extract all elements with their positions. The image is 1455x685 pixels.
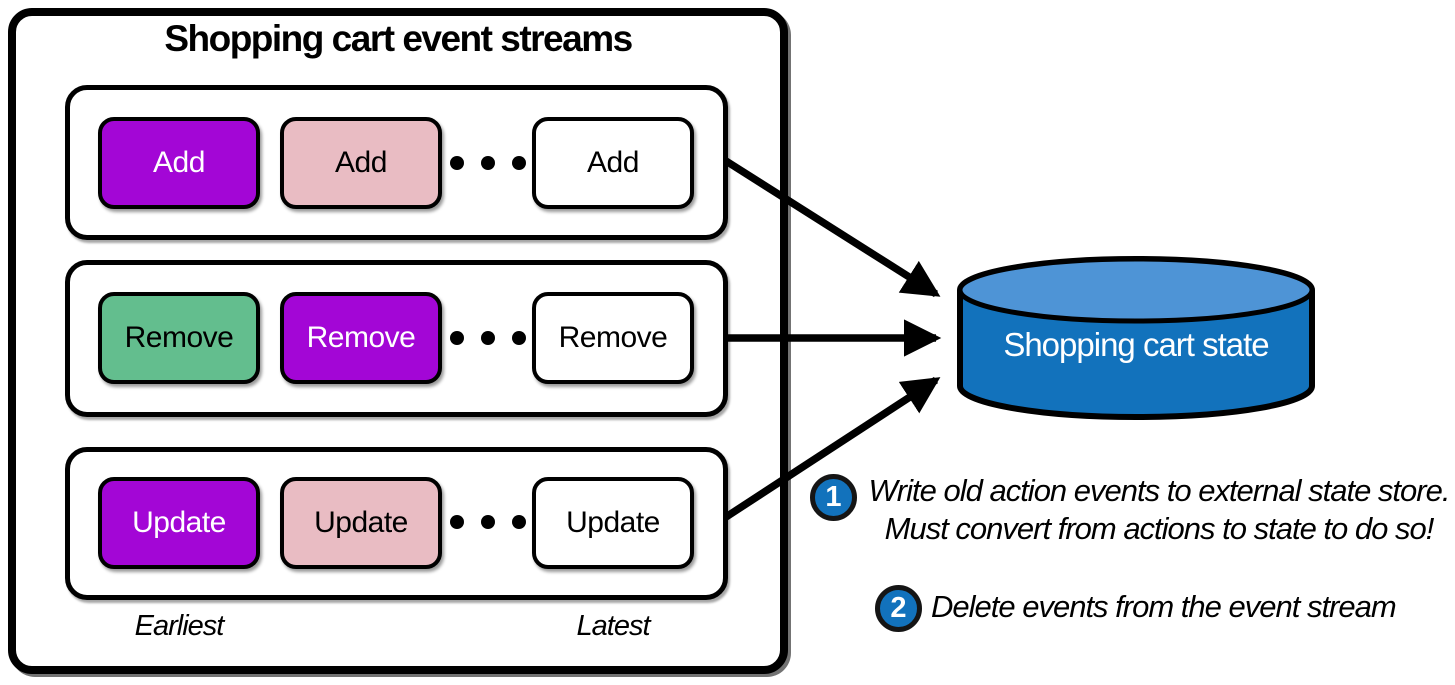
ellipsis-dot: [481, 515, 495, 529]
event-box-update-latest: Update: [532, 477, 694, 569]
event-box-remove-middle: Remove: [280, 292, 442, 384]
event-box-remove-earliest: Remove: [98, 292, 260, 384]
event-box-add-earliest: Add: [98, 117, 260, 209]
event-box-add-middle: Add: [280, 117, 442, 209]
ellipsis-remove: [450, 331, 526, 345]
event-label: Add: [587, 146, 639, 179]
event-label: Update: [314, 506, 408, 539]
event-label: Add: [335, 146, 387, 179]
event-label: Remove: [558, 321, 668, 354]
event-box-update-earliest: Update: [98, 477, 260, 569]
annotation-badge-1: 1: [810, 474, 857, 521]
badge-number: 1: [825, 481, 842, 513]
event-label: Update: [132, 506, 226, 539]
annotation-badge-2: 2: [875, 585, 922, 632]
cylinder-top: [957, 256, 1315, 324]
annotation-text-2: Delete events from the event stream: [931, 589, 1397, 624]
ellipsis-dot: [512, 331, 526, 345]
state-store-label: Shopping cart state: [1003, 326, 1269, 363]
annotation-line: Must convert from actions to state to do…: [884, 511, 1435, 546]
ellipsis-update: [450, 515, 526, 529]
ellipsis-dot: [450, 156, 464, 170]
annotation-line: Write old action events to external stat…: [868, 473, 1451, 508]
ellipsis-dot: [450, 331, 464, 345]
ellipsis-add: [450, 156, 526, 170]
ellipsis-dot: [512, 156, 526, 170]
ellipsis-dot: [512, 515, 526, 529]
event-label: Update: [566, 506, 660, 539]
ellipsis-dot: [481, 156, 495, 170]
axis-label-latest: Latest: [576, 610, 651, 642]
annotation-text-1: Write old action events to external stat…: [864, 472, 1454, 548]
event-label: Add: [153, 146, 205, 179]
ellipsis-dot: [450, 515, 464, 529]
diagram-title: Shopping cart event streams: [164, 18, 633, 59]
ellipsis-dot: [481, 331, 495, 345]
event-box-update-middle: Update: [280, 477, 442, 569]
event-box-remove-latest: Remove: [532, 292, 694, 384]
event-box-add-latest: Add: [532, 117, 694, 209]
event-label: Remove: [306, 321, 416, 354]
event-label: Remove: [124, 321, 234, 354]
badge-number: 2: [890, 592, 907, 624]
axis-label-earliest: Earliest: [134, 610, 225, 642]
